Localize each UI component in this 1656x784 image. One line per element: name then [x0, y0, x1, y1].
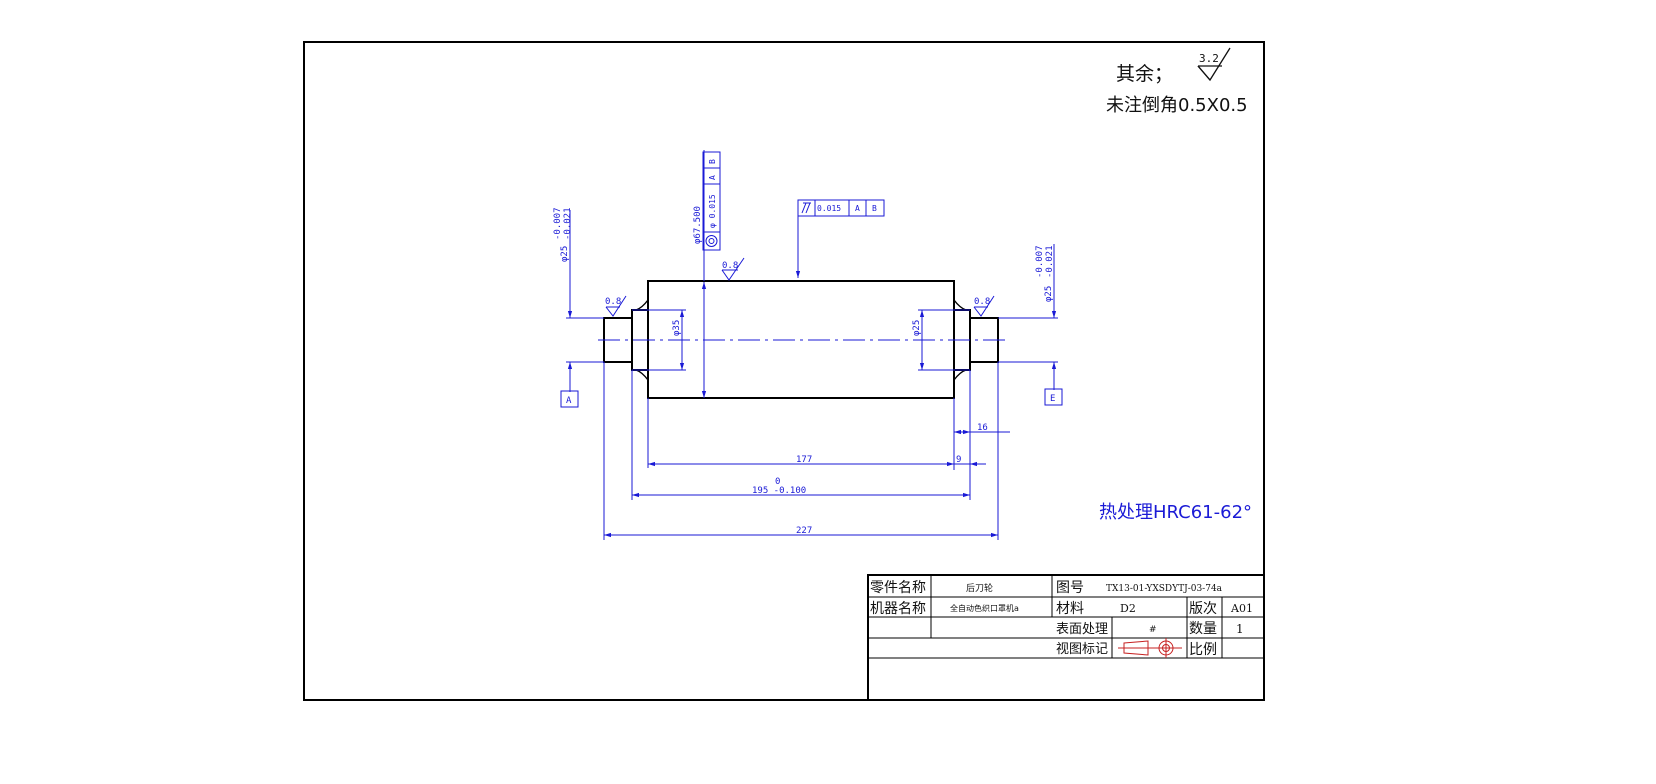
projection-symbol-icon	[1118, 638, 1182, 658]
dim-195: 195 -0.100	[752, 486, 806, 496]
part-name: 后刀轮	[966, 582, 993, 594]
dim-195-upper: 0	[775, 477, 780, 487]
runout-icon	[801, 202, 811, 214]
right-journal-dia: φ25	[1044, 286, 1054, 302]
roughness-left-journal: 0.8	[605, 297, 621, 307]
left-journal-tol-lower: -0.021	[563, 207, 573, 240]
right-journal-tol-lower: -0.021	[1045, 245, 1055, 278]
material: D2	[1120, 602, 1136, 615]
material-label: 材料	[1056, 601, 1084, 617]
surface-label: 表面处理	[1056, 622, 1108, 637]
dim-16: 16	[977, 423, 988, 433]
dim-177: 177	[796, 455, 812, 465]
datum-a-label: A	[566, 396, 572, 406]
machine-name: 全自动色织口罩机a	[950, 603, 1019, 613]
drawing-no: TX13-01-YXSDYTJ-03-74a	[1106, 584, 1223, 594]
left-journal-dia: φ25	[560, 246, 570, 262]
rest-label: 其余；	[1116, 63, 1173, 85]
runout-tolerance: 0.015	[817, 204, 841, 213]
part-name-label: 零件名称	[870, 580, 926, 596]
body-dia: φ67.500	[693, 206, 703, 244]
dim-227: 227	[796, 526, 812, 536]
coaxiality-tolerance: φ 0.015	[708, 194, 717, 228]
version: A01	[1230, 602, 1253, 615]
chamfer-note: 未注倒角0.5X0.5	[1106, 95, 1248, 116]
roughness-main-value: 3.2	[1199, 52, 1219, 65]
surface: #	[1149, 625, 1157, 635]
coaxiality-datum1: A	[708, 175, 717, 180]
coaxiality-datum2: B	[708, 159, 717, 164]
version-label: 版次	[1189, 601, 1217, 617]
runout-datum2: B	[872, 204, 877, 213]
datum-e-label: E	[1050, 394, 1055, 404]
left-shoulder-dia: φ35	[672, 320, 682, 336]
view-mark-label: 视图标记	[1056, 642, 1108, 657]
right-shoulder-dia: φ25	[912, 320, 922, 336]
heat-treatment-note: 热处理HRC61-62°	[1099, 502, 1252, 523]
quantity-label: 数量	[1189, 621, 1217, 637]
roughness-symbol-main: 3.2	[1197, 47, 1231, 82]
sheet-border	[303, 41, 1265, 701]
coaxiality-icon	[705, 235, 718, 247]
runout-datum1: A	[855, 204, 860, 213]
left-journal-tol-upper: -0.007	[553, 207, 563, 240]
drawing-no-label: 图号	[1056, 580, 1084, 596]
machine-name-label: 机器名称	[870, 601, 926, 617]
coaxiality-frame	[702, 151, 721, 251]
roughness-right-journal: 0.8	[974, 297, 990, 307]
runout-frame	[797, 199, 885, 217]
right-journal-tol-upper: -0.007	[1035, 245, 1045, 278]
roughness-roller-body: 0.8	[722, 261, 738, 271]
quantity: 1	[1236, 622, 1244, 636]
scale-label: 比例	[1189, 642, 1217, 658]
dim-9: 9	[956, 455, 961, 465]
title-block	[867, 574, 1265, 701]
